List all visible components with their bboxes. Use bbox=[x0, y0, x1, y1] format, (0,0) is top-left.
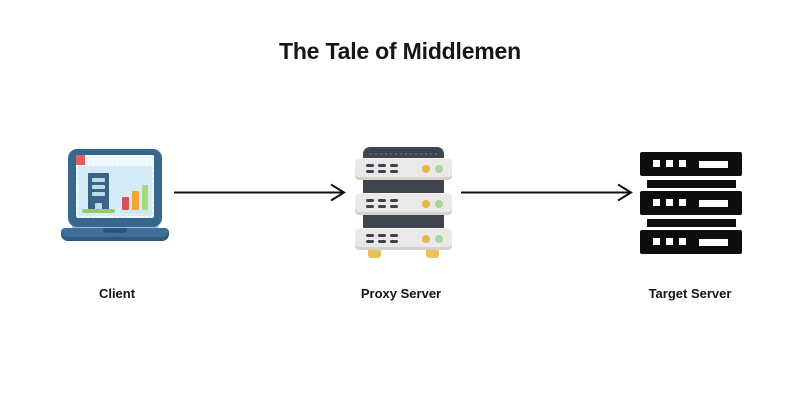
bar-chart-base bbox=[120, 210, 152, 213]
screen-content bbox=[77, 165, 153, 217]
bar-chart-bar-green bbox=[142, 185, 148, 210]
server-stack-icon bbox=[640, 152, 742, 254]
server-slot bbox=[699, 161, 728, 168]
building-door bbox=[95, 203, 102, 210]
screen-corner-accent bbox=[76, 155, 85, 165]
server-divider bbox=[647, 180, 736, 188]
node-label-target-server: Target Server bbox=[648, 286, 732, 301]
led-green bbox=[435, 200, 443, 208]
server-unit bbox=[355, 193, 452, 215]
server-foot bbox=[368, 249, 381, 258]
server-bar bbox=[640, 191, 742, 215]
server-unit bbox=[355, 158, 452, 180]
diagram-title: The Tale of Middlemen bbox=[278, 38, 521, 64]
server-rack-icon bbox=[355, 145, 452, 258]
laptop-screen-frame bbox=[68, 149, 162, 227]
laptop-notch bbox=[103, 228, 127, 233]
led-yellow bbox=[422, 235, 430, 243]
server-unit bbox=[355, 228, 452, 250]
node-label-client: Client bbox=[98, 286, 136, 301]
server-vents bbox=[366, 234, 398, 243]
led-yellow bbox=[422, 200, 430, 208]
node-label-proxy-server: Proxy Server bbox=[360, 286, 442, 301]
led-green bbox=[435, 235, 443, 243]
bar-chart-bar-orange bbox=[132, 191, 139, 210]
led-green bbox=[435, 165, 443, 173]
server-divider bbox=[647, 219, 736, 227]
building-icon bbox=[88, 173, 109, 210]
server-vents bbox=[366, 199, 398, 208]
bar-chart-bar-red bbox=[122, 197, 129, 210]
led-yellow bbox=[422, 165, 430, 173]
arrow-client-to-proxy bbox=[174, 183, 346, 202]
server-bar bbox=[640, 152, 742, 176]
server-slot bbox=[699, 200, 728, 207]
server-slot bbox=[699, 239, 728, 246]
laptop-icon bbox=[61, 149, 169, 243]
arrow-proxy-to-target bbox=[461, 183, 633, 202]
server-vents bbox=[366, 164, 398, 173]
grass-strip bbox=[82, 209, 115, 213]
server-foot bbox=[426, 249, 439, 258]
laptop-screen bbox=[76, 155, 154, 218]
server-bar bbox=[640, 230, 742, 254]
screen-topbar bbox=[85, 155, 154, 165]
laptop-base bbox=[61, 228, 169, 241]
